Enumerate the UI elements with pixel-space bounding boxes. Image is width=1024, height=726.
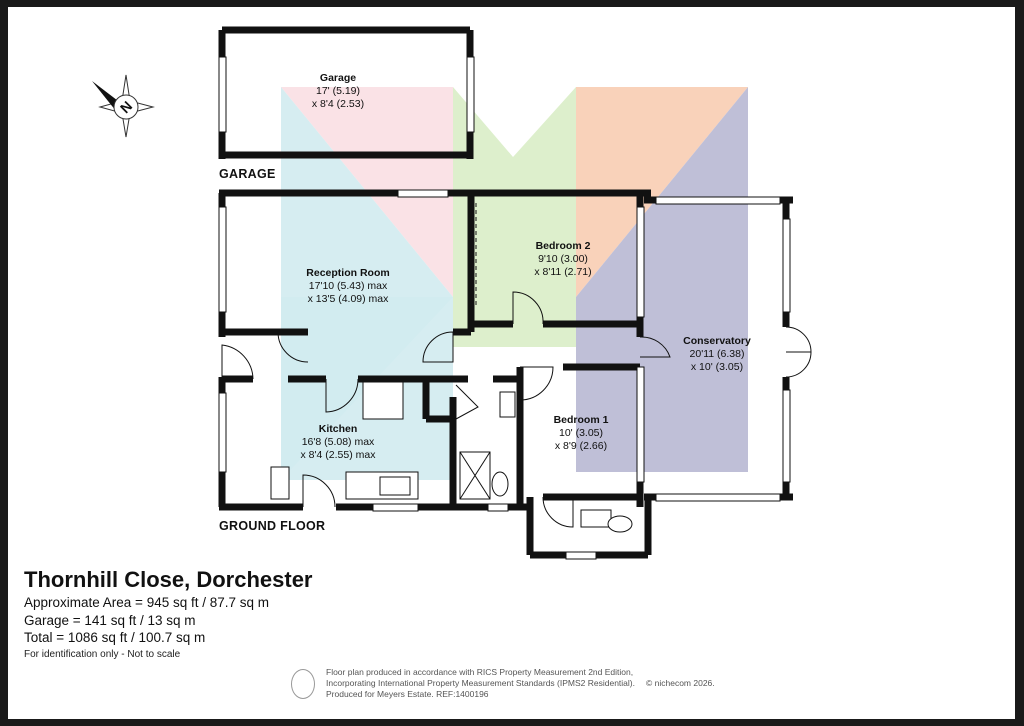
room-dimension: 17' (5.19) — [315, 85, 361, 97]
doors — [221, 203, 812, 528]
room-name: Bedroom 2 — [535, 240, 591, 252]
floor-plan-drawing: N — [92, 26, 812, 560]
total-area-text: Total = 1086 sq ft / 100.7 sq m — [24, 630, 206, 645]
compass-rose: N — [92, 74, 155, 138]
room-label-reception: Reception Room 17'10 (5.43) max x 13'5 (… — [288, 267, 408, 306]
room-label-bedroom-1: Bedroom 1 10' (3.05) x 8'9 (2.66) — [541, 414, 621, 453]
room-name: Kitchen — [318, 423, 358, 435]
room-label-garage: Garage 17' (5.19) x 8'4 (2.53) — [298, 72, 378, 111]
section-label-ground-floor: GROUND FLOOR — [219, 519, 326, 533]
room-dimension: x 13'5 (4.09) max — [307, 293, 389, 305]
room-label-bedroom-2: Bedroom 2 9'10 (3.00) x 8'11 (2.71) — [518, 240, 608, 279]
garage-area-text: Garage = 141 sq ft / 13 sq m — [24, 613, 196, 628]
approx-area-text: Approximate Area = 945 sq ft / 87.7 sq m — [24, 595, 270, 610]
section-label-garage: GARAGE — [219, 167, 276, 181]
windows — [218, 189, 791, 560]
room-label-conservatory: Conservatory 20'11 (6.38) x 10' (3.05) — [672, 335, 762, 374]
room-name: Conservatory — [683, 335, 751, 347]
room-label-kitchen: Kitchen 16'8 (5.08) max x 8'4 (2.55) max — [278, 423, 398, 462]
room-dimension: 20'11 (6.38) — [689, 348, 745, 360]
rics-badge-icon — [291, 669, 315, 699]
garage-walls — [218, 26, 474, 159]
room-dimension: 9'10 (3.00) — [538, 253, 588, 265]
property-title: Thornhill Close, Dorchester — [24, 567, 313, 592]
room-name: Reception Room — [306, 267, 390, 279]
footer-line: Floor plan produced in accordance with R… — [326, 667, 634, 677]
room-dimension: x 8'9 (2.66) — [554, 440, 608, 452]
room-name: Bedroom 1 — [553, 414, 609, 426]
fixtures — [270, 381, 633, 533]
room-name: Garage — [319, 72, 357, 84]
disclaimer-text: For identification only - Not to scale — [24, 649, 181, 660]
room-dimension: 10' (3.05) — [558, 427, 604, 439]
footer-notes: Floor plan produced in accordance with R… — [326, 667, 635, 700]
room-dimension: x 8'4 (2.55) max — [300, 449, 376, 461]
footer-line: Produced for Meyers Estate. REF:1400196 — [326, 689, 489, 699]
copyright-text: © nichecom 2026. — [646, 678, 715, 688]
room-dimension: 17'10 (5.43) max — [308, 280, 388, 292]
garage-windows — [218, 56, 475, 133]
footer-line: Incorporating International Property Mea… — [326, 678, 635, 688]
room-dimension: x 8'11 (2.71) — [534, 266, 592, 278]
floor-plan-sheet: N Garage 17' (5.19) x 8'4 (2.53) Recepti… — [8, 7, 1015, 719]
room-dimension: x 8'4 (2.53) — [311, 98, 365, 110]
room-dimension: 16'8 (5.08) max — [301, 436, 375, 448]
room-dimension: x 10' (3.05) — [690, 361, 744, 373]
